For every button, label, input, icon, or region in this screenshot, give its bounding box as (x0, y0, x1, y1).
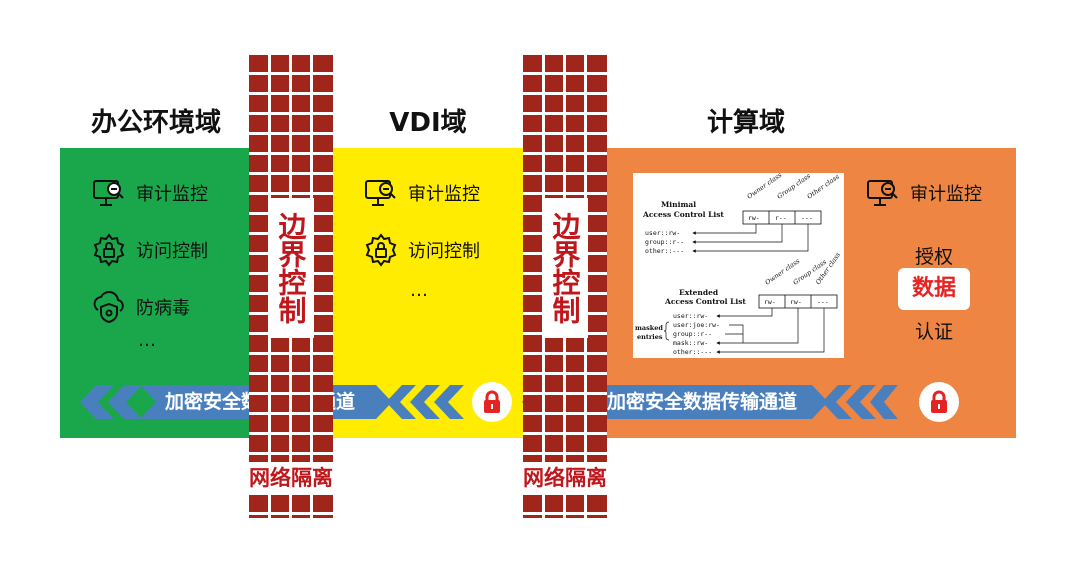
feature-label: 访问控制 (136, 241, 208, 262)
network-isolation-label: 网络隔离 (515, 462, 615, 494)
data-box: 数据 (898, 268, 970, 310)
acl-extended-title-1: Extended (679, 288, 719, 297)
audit-monitor-icon (867, 180, 898, 206)
acl-extended-entry: other::--- (673, 348, 712, 356)
acl-extended-entry: user::rw- (673, 312, 708, 320)
acl-minimal-entry: group::r-- (645, 238, 684, 246)
lock-icon (484, 390, 500, 413)
zone-title-office: 办公环境域 (90, 108, 221, 138)
access-control-icon (93, 233, 125, 267)
acl-extended-entry: user:joe:rw- (673, 321, 720, 329)
feature-audit-vdi: 审计监控 (364, 176, 480, 210)
feature-access-vdi: 访问控制 (364, 233, 480, 267)
acl-minimal-title-2: Access Control List (642, 210, 724, 219)
acl-extended-perm: --- (817, 298, 829, 306)
antivirus-icon (93, 291, 124, 324)
zone-title-vdi: VDI域 (389, 108, 467, 138)
acl-minimal-entry: other::--- (645, 247, 684, 255)
boundary-control-label: 边界控制 (542, 198, 588, 338)
acl-extended-perm: rw- (764, 298, 776, 306)
acl-diagram: Minimal Access Control List Owner class … (633, 171, 844, 358)
acl-minimal-entry: user::rw- (645, 229, 680, 237)
acl-minimal-perm: r-- (775, 214, 787, 222)
lock-badge-2 (919, 382, 959, 422)
network-isolation-label: 网络隔离 (241, 462, 341, 494)
feature-access-office: 访问控制 (92, 233, 208, 267)
auth-label: 授权 (914, 246, 953, 268)
feature-label: 审计监控 (408, 184, 480, 205)
feature-label: 审计监控 (910, 184, 982, 205)
cert-label: 认证 (914, 321, 953, 343)
feature-antivirus-office: 防病毒 (92, 290, 190, 324)
feature-audit-office: 审计监控 (92, 176, 208, 210)
acl-extended-title-2: Access Control List (664, 297, 746, 306)
audit-monitor-icon (93, 180, 124, 206)
feature-label: 审计监控 (136, 184, 208, 205)
acl-minimal-perm: rw- (748, 214, 760, 222)
channel-label: 加密安全数据传输通道 (606, 391, 797, 413)
acl-extended-entry: mask::rw- (673, 339, 708, 347)
lock-icon (931, 390, 947, 413)
zone-title-compute: 计算域 (706, 108, 785, 138)
access-control-icon (365, 233, 397, 267)
acl-minimal-title-1: Minimal (661, 200, 696, 209)
acl-masked-1: masked (635, 324, 663, 332)
boundary-control-label: 边界控制 (268, 198, 314, 338)
acl-masked-2: entries (637, 333, 663, 341)
lock-badge-1 (472, 382, 512, 422)
feature-label: 防病毒 (136, 298, 190, 319)
feature-audit-compute: 审计监控 (866, 176, 982, 210)
feature-label: 访问控制 (408, 241, 480, 262)
brick-wall-2 (523, 52, 607, 518)
acl-extended-entry: group::r-- (673, 330, 712, 338)
acl-extended-perm: rw- (790, 298, 802, 306)
audit-monitor-icon (365, 180, 396, 206)
acl-minimal-perm: --- (801, 214, 813, 222)
more-dots-office: … (138, 330, 158, 351)
more-dots-vdi: … (410, 280, 430, 301)
